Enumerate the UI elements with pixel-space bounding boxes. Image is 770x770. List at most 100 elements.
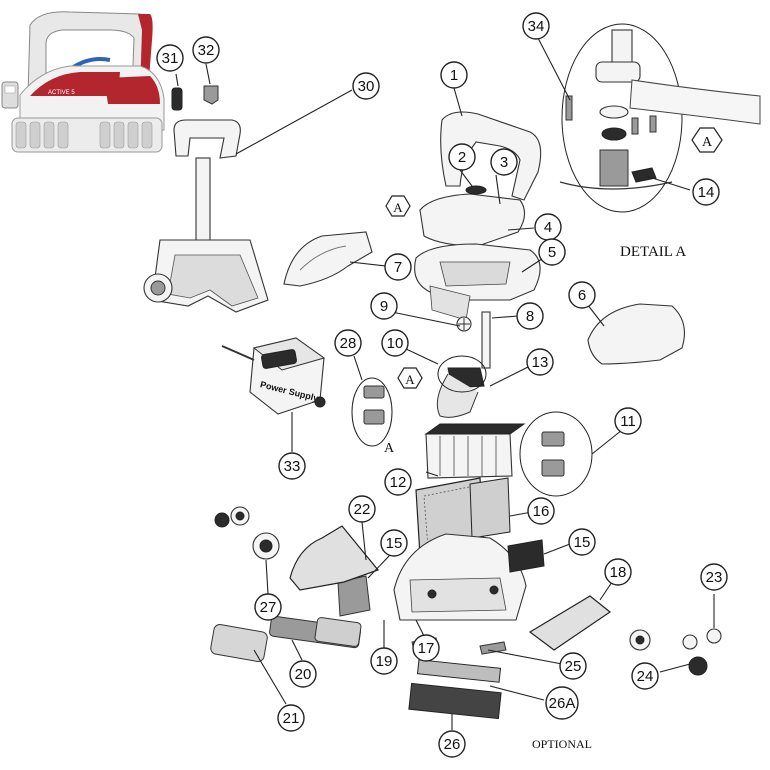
callout-26: 26: [438, 730, 466, 758]
callout-24: 24: [631, 662, 659, 690]
callout-23: 23: [700, 563, 728, 591]
callout-22: 22: [348, 495, 376, 523]
hex-marker-a-top: A: [385, 195, 411, 217]
optional-caption: OPTIONAL: [532, 737, 592, 751]
part-8-shaft: [481, 311, 491, 369]
svg-text:4: 4: [544, 219, 552, 236]
part-20-brush-roller: [269, 615, 362, 649]
callout-20: 20: [289, 660, 317, 688]
svg-text:11: 11: [620, 413, 636, 430]
left-wheels: [214, 506, 280, 560]
svg-text:22: 22: [354, 501, 371, 518]
svg-text:5: 5: [548, 244, 556, 261]
part-11-filter-cubes: [541, 431, 565, 477]
svg-text:28: 28: [340, 335, 357, 352]
caddy-cart: [143, 119, 269, 313]
right-wheels: [629, 628, 722, 676]
callout-14: 14: [692, 178, 720, 206]
callout-11: 11: [614, 407, 642, 435]
part-12-motor-unit: [424, 423, 526, 479]
callout-21: 21: [277, 704, 305, 732]
callout-28: 28: [334, 329, 362, 357]
callout-1: 1: [440, 61, 468, 89]
svg-text:9: 9: [380, 298, 388, 315]
robot-photo: ACTIVE 5: [1, 11, 165, 153]
part-26a-strip: [416, 659, 502, 683]
part-21-brush: [210, 623, 268, 663]
callout-9: 9: [370, 292, 398, 320]
part-31-clip: [171, 87, 183, 111]
svg-text:34: 34: [528, 18, 545, 35]
callout-15-right: 15: [568, 528, 596, 556]
callout-6: 6: [568, 281, 596, 309]
part-17-chassis: [393, 533, 527, 621]
callout-12: 12: [384, 468, 412, 496]
svg-text:25: 25: [565, 658, 582, 675]
svg-text:16: 16: [533, 503, 550, 520]
leader-lines: [175, 37, 715, 730]
svg-text:14: 14: [698, 184, 715, 201]
part-32-bracket: [203, 85, 219, 105]
detail-a-caption: DETAIL A: [620, 244, 686, 260]
svg-text:20: 20: [295, 666, 312, 683]
svg-text:31: 31: [162, 50, 179, 67]
callout-19: 19: [370, 647, 398, 675]
svg-text:30: 30: [358, 78, 375, 95]
part-6-side-panel: [587, 303, 685, 365]
callout-18: 18: [604, 558, 632, 586]
svg-text:A: A: [405, 372, 415, 387]
part-28-filter-cubes: [363, 385, 385, 425]
svg-text:15: 15: [386, 535, 403, 552]
callout-30: 30: [352, 72, 380, 100]
callout-25: 25: [559, 652, 587, 680]
hex-marker-a-middle: A: [397, 367, 423, 389]
callout-27: 27: [254, 593, 282, 621]
callout-7: 7: [384, 253, 412, 281]
hex-marker-a-detail: A: [691, 127, 723, 153]
svg-text:19: 19: [376, 653, 393, 670]
handle-assembly: [419, 111, 542, 247]
callout-5: 5: [538, 238, 566, 266]
svg-text:21: 21: [283, 710, 300, 727]
svg-text:3: 3: [500, 154, 508, 171]
callout-8: 8: [516, 302, 544, 330]
callout-2: 2: [448, 143, 476, 171]
svg-text:13: 13: [532, 354, 549, 371]
part-7-side-panel: [283, 231, 373, 287]
callout-33: 33: [278, 452, 306, 480]
svg-text:12: 12: [390, 474, 407, 491]
svg-text:24: 24: [637, 668, 654, 685]
plain-a-label: A: [384, 441, 395, 456]
callout-16: 16: [527, 497, 555, 525]
robot-model-text: ACTIVE 5: [48, 90, 75, 96]
callout-15-left: 15: [380, 529, 408, 557]
callout-3: 3: [490, 148, 518, 176]
part-4-top-cover: [419, 193, 526, 247]
impeller-group: [436, 311, 491, 418]
svg-text:8: 8: [526, 308, 534, 325]
svg-text:18: 18: [610, 564, 627, 581]
svg-text:A: A: [702, 135, 713, 150]
part-15-right-plate: [507, 539, 545, 573]
svg-text:10: 10: [387, 335, 404, 352]
callout-32: 32: [192, 36, 220, 64]
svg-text:27: 27: [260, 599, 277, 616]
svg-text:1: 1: [450, 67, 458, 84]
part-18-right-track: [528, 595, 612, 651]
svg-text:32: 32: [198, 42, 215, 59]
part-2-knob: [465, 185, 487, 195]
callout-34: 34: [522, 12, 550, 40]
callout-4: 4: [534, 213, 562, 241]
callout-13: 13: [526, 348, 554, 376]
svg-text:6: 6: [578, 287, 586, 304]
svg-text:17: 17: [418, 640, 435, 657]
left-track: [289, 525, 380, 591]
svg-text:2: 2: [458, 149, 466, 166]
motor-housing: [414, 243, 541, 321]
callout-10: 10: [381, 329, 409, 357]
svg-text:15: 15: [574, 534, 591, 551]
svg-text:7: 7: [394, 259, 402, 276]
svg-text:26: 26: [444, 736, 461, 753]
callout-17: 17: [412, 634, 440, 662]
